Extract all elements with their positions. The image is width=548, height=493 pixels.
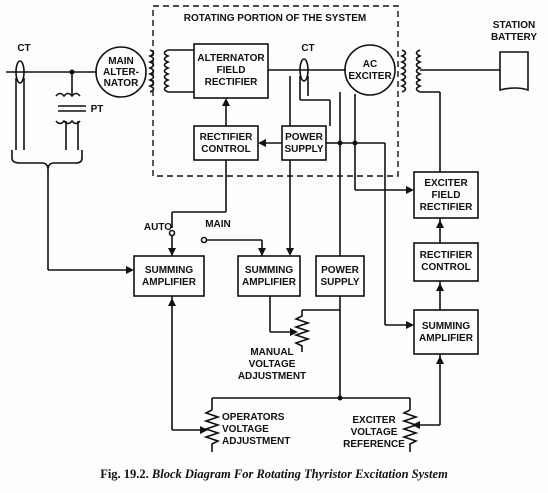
exciter-field-winding-outer <box>399 49 407 93</box>
summing-amplifier-right-box <box>413 309 479 355</box>
exciter-field-winding-inner <box>415 49 423 93</box>
exciter-voltage-reference-line3: REFERENCE <box>343 439 405 450</box>
switch-contact-main <box>200 236 208 244</box>
station-battery-symbol <box>499 51 529 92</box>
power-supply-bottom-box <box>315 255 365 297</box>
arrow-up-to-efr <box>436 220 444 228</box>
ct-left-coil <box>15 60 25 84</box>
ac-exciter-line1: AC <box>363 59 377 70</box>
exciter-field-rectifier-box <box>413 171 479 219</box>
power-supply-bottom-line1: POWER <box>321 265 360 276</box>
main-alternator-line1: MAIN <box>108 56 134 67</box>
operators-voltage-adjustment-line2: VOLTAGE <box>222 424 269 435</box>
exciter-voltage-reference-line2: VOLTAGE <box>351 427 398 438</box>
arrow-to-manual-pot <box>290 328 298 336</box>
summing-amplifier-mid-line1: SUMMING <box>245 265 294 276</box>
summing-amplifier-left-line2: AMPLIFIER <box>142 277 197 288</box>
arrow-to-alt-field-rectifier <box>222 98 230 106</box>
ct-left-label: CT <box>17 43 30 54</box>
ac-exciter-circle <box>344 44 396 96</box>
summing-amplifier-left-box <box>133 255 205 297</box>
rectifier-control-right-box <box>413 242 479 282</box>
figure-caption: Fig. 19.2. Block Diagram For Rotating Th… <box>100 467 448 481</box>
power-supply-top-line2: SUPPLY <box>284 144 323 155</box>
pt-primary-winding <box>55 92 81 98</box>
power-supply-bottom-line2: SUPPLY <box>320 277 359 288</box>
exciter-field-rectifier-line2: FIELD <box>432 190 461 201</box>
ct-right-coil <box>299 58 309 82</box>
manual-voltage-adjustment-line3: ADJUSTMENT <box>238 371 306 382</box>
caption-number: Fig. 19.2. <box>100 467 149 481</box>
reference-bus-junction <box>337 395 343 401</box>
switch-main-label: MAIN <box>205 219 231 230</box>
alternator-field-rectifier-line2: FIELD <box>217 65 246 76</box>
summing-amplifier-right-line1: SUMMING <box>422 321 471 332</box>
arrow-to-rectifier-control-top <box>258 139 266 147</box>
exciter-field-rectifier-line3: RECTIFIER <box>420 202 474 213</box>
ct-right-label: CT <box>301 43 314 54</box>
arrow-to-operator-pot <box>200 426 208 434</box>
power-supply-top-box <box>281 125 327 161</box>
operators-voltage-adjustment-line1: OPERATORS <box>222 412 285 423</box>
switch-auto-label: AUTO <box>144 222 172 233</box>
rotating-portion-title: ROTATING PORTION OF THE SYSTEM <box>184 13 366 24</box>
pt-secondary-winding <box>55 119 81 125</box>
rectifier-control-top-line2: CONTROL <box>201 144 250 155</box>
arrow-to-summing-right <box>406 321 414 329</box>
ac-exciter-line2: EXCITER <box>348 71 392 82</box>
power-supply-top-line1: POWER <box>285 132 324 143</box>
alternator-field-rectifier-line1: ALTERNATOR <box>197 53 265 64</box>
manual-voltage-adjustment-line2: VOLTAGE <box>249 359 296 370</box>
operators-voltage-adjustment-line3: ADJUSTMENT <box>222 436 290 447</box>
summing-amplifier-left-line1: SUMMING <box>145 265 194 276</box>
rectifier-control-top-box <box>193 125 259 161</box>
exciter-field-rectifier-line1: EXCITER <box>424 178 468 189</box>
arrow-to-exciter-field-rectifier <box>406 186 414 194</box>
rectifier-control-right-line2: CONTROL <box>421 262 470 273</box>
arrow-up-to-rc-right <box>436 283 444 291</box>
arrow-auto-to-sa-left <box>168 248 176 256</box>
main-alternator-circle <box>95 46 147 98</box>
arrow-to-reference-pot <box>412 421 420 429</box>
operators-voltage-pot <box>203 409 221 452</box>
manual-voltage-pot <box>293 310 311 352</box>
pt-label: PT <box>91 104 104 115</box>
arrow-to-summing-mid <box>286 248 294 256</box>
arrow-to-summing-left <box>126 266 134 274</box>
manual-voltage-adjustment-line1: MANUAL <box>250 347 293 358</box>
switch-contact-auto <box>168 229 176 237</box>
rectifier-control-top-line1: RECTIFIER <box>200 132 254 143</box>
alternator-field-rectifier-box <box>193 43 269 99</box>
rotating-portion-boundary <box>152 5 399 177</box>
measurement-brace <box>11 150 83 171</box>
arrow-main-to-sa-mid <box>258 248 266 256</box>
station-battery-line1: STATION <box>493 20 535 31</box>
alternator-field-winding-inner <box>163 49 171 93</box>
main-alternator-line2: ALTER- <box>103 67 139 78</box>
alternator-field-winding-outer <box>147 49 155 93</box>
station-battery-line2: BATTERY <box>491 32 537 43</box>
summing-amplifier-mid-box <box>237 255 301 297</box>
summing-amplifier-mid-line2: AMPLIFIER <box>242 277 297 288</box>
arrow-up-to-sa-left <box>168 298 176 306</box>
arrow-up-to-sa-right <box>436 356 444 364</box>
caption-text: Block Diagram For Rotating Thyristor Exc… <box>151 467 448 481</box>
exciter-voltage-reference-line1: EXCITER <box>352 415 396 426</box>
main-alternator-line3: NATOR <box>104 78 139 89</box>
exciter-reference-pot <box>401 409 419 452</box>
alternator-field-rectifier-line3: RECTIFIER <box>205 77 259 88</box>
summing-amplifier-right-line2: AMPLIFIER <box>419 333 474 344</box>
rectifier-control-right-line1: RECTIFIER <box>420 250 474 261</box>
